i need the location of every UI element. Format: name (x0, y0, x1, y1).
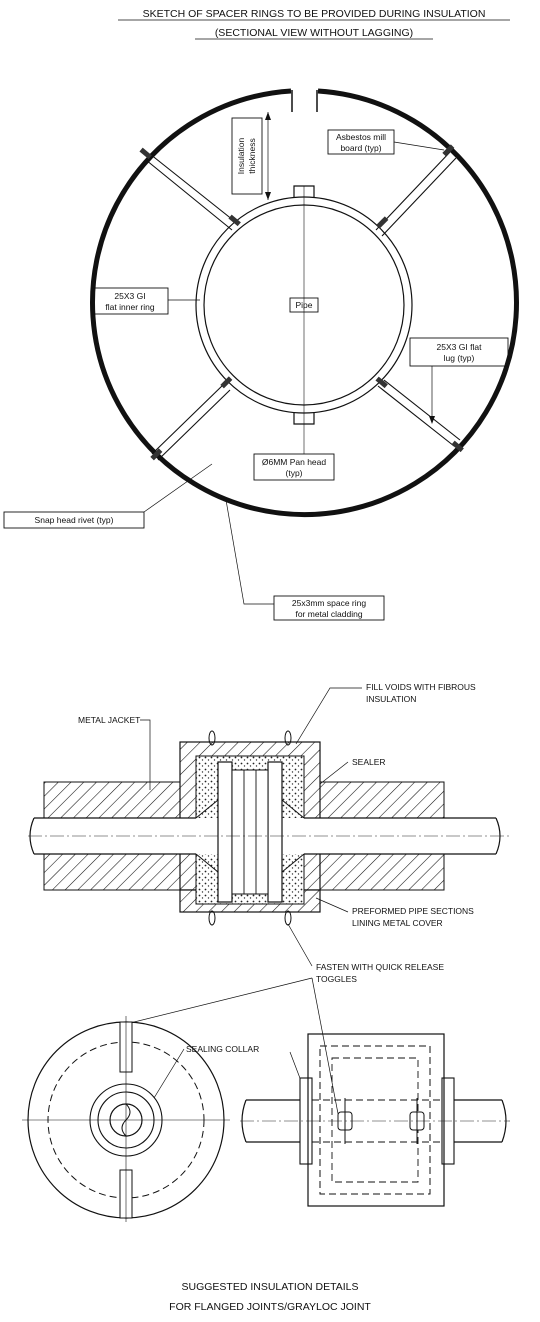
pan-head-label-line2: (typ) (286, 468, 303, 478)
preformed-label-line1: PREFORMED PIPE SECTIONS (352, 906, 474, 916)
rivet-label: Snap head rivet (typ) (35, 515, 114, 525)
top-title: SKETCH OF SPACER RINGS TO BE PROVIDED DU… (118, 8, 510, 40)
flange-section-view: FILL VOIDS WITH FIBROUS INSULATION METAL… (28, 682, 510, 1125)
fasten-label-line2: TOGGLES (316, 974, 357, 984)
lug-label-line2: lug (typ) (444, 353, 475, 363)
asbestos-label-line2: board (typ) (340, 143, 381, 153)
asbestos-label-line1: Asbestos mill (336, 132, 386, 142)
preformed-label-line2: LINING METAL COVER (352, 918, 443, 928)
bottom-title: SUGGESTED INSULATION DETAILS FOR FLANGED… (169, 1281, 371, 1313)
inner-ring-label-line1: 25X3 GI (114, 291, 145, 301)
bottom-title-line1: SUGGESTED INSULATION DETAILS (182, 1281, 359, 1293)
bottom-title-line2: FOR FLANGED JOINTS/GRAYLOC JOINT (169, 1301, 371, 1313)
flange-side-view (240, 1033, 510, 1207)
lug-label-line1: 25X3 GI flat (437, 342, 483, 352)
space-ring-label-line1: 25x3mm space ring (292, 598, 366, 608)
inner-ring-label-line2: flat inner ring (105, 302, 154, 312)
flange-end-view: SEALING COLLAR (22, 1016, 307, 1222)
space-ring-label-line2: for metal cladding (295, 609, 362, 619)
fill-voids-label-line1: FILL VOIDS WITH FIBROUS (366, 682, 476, 692)
outer-space-ring (90, 88, 519, 518)
top-title-line1: SKETCH OF SPACER RINGS TO BE PROVIDED DU… (143, 8, 486, 20)
insulation-label-line1: Insulation (236, 138, 246, 175)
metal-jacket-label: METAL JACKET (78, 715, 140, 725)
insulation-label-line2: thickness (247, 138, 257, 173)
spacer-ring-view: Insulation thickness Asbestos mill board… (3, 88, 519, 621)
fill-voids-label-line2: INSULATION (366, 694, 416, 704)
fasten-label-line1: FASTEN WITH QUICK RELEASE (316, 962, 444, 972)
sealer-label: SEALER (352, 757, 386, 767)
top-title-line2: (SECTIONAL VIEW WITHOUT LAGGING) (215, 27, 413, 39)
pipe-label: Pipe (295, 300, 312, 310)
sealing-collar-label: SEALING COLLAR (186, 1044, 259, 1054)
pan-head-label-line1: Ø6MM Pan head (262, 457, 327, 467)
